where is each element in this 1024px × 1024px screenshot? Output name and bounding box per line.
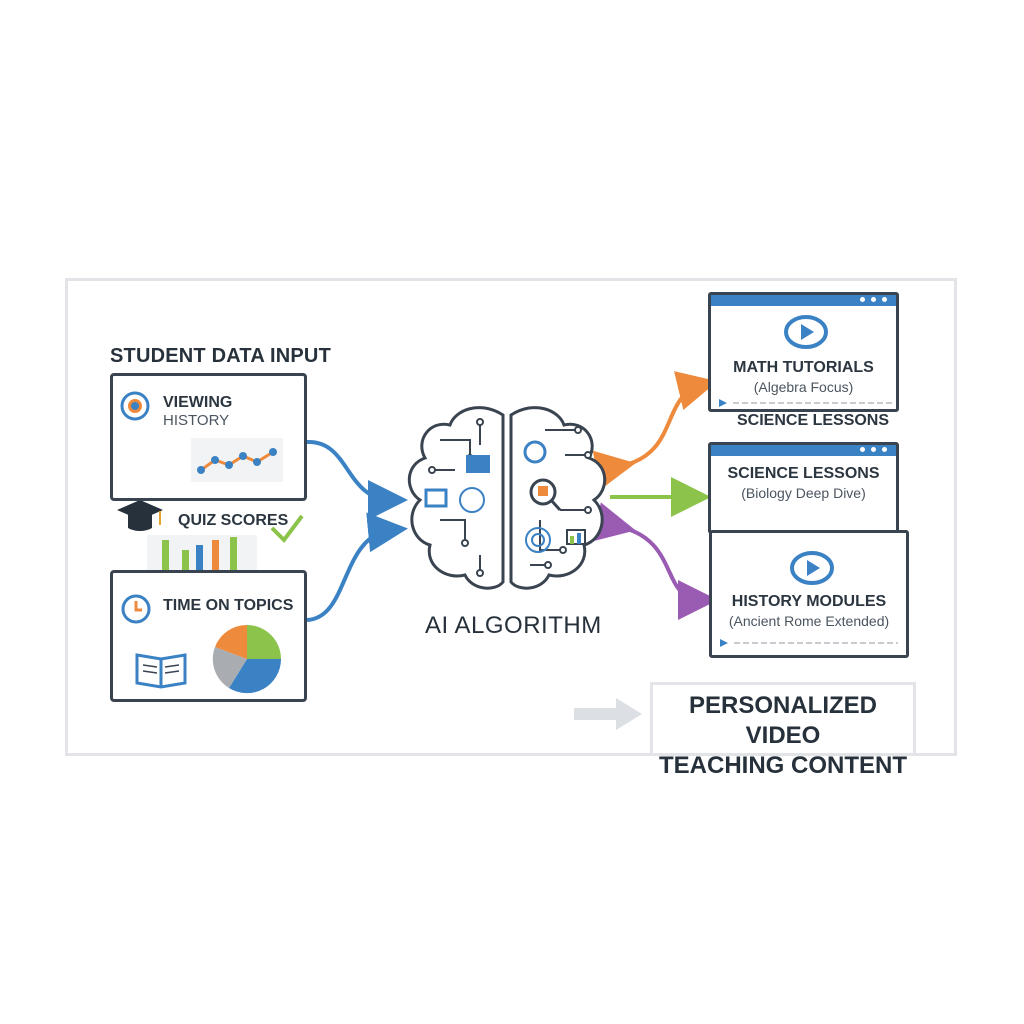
video-card-math[interactable]: MATH TUTORIALS (Algebra Focus) xyxy=(708,292,899,412)
viewing-history-card: VIEWING HISTORY xyxy=(110,373,307,501)
ai-algorithm-label: AI ALGORITHM xyxy=(425,612,602,639)
time-on-topics-label: TIME ON TOPICS xyxy=(163,597,294,614)
brain-icon xyxy=(407,406,607,590)
quiz-scores-label: QUIZ SCORES xyxy=(178,512,289,529)
student-data-heading: STUDENT DATA INPUT xyxy=(110,345,331,367)
arrow-ai-to-math xyxy=(592,371,718,491)
play-icon[interactable] xyxy=(784,315,828,349)
checkmark-icon xyxy=(270,514,304,544)
result-line-1: PERSONALIZED VIDEO xyxy=(688,692,877,749)
video-subtitle: (Algebra Focus) xyxy=(753,379,854,395)
line-chart-icon xyxy=(191,438,283,482)
pie-chart-icon xyxy=(212,624,282,694)
quiz-bar-chart xyxy=(147,535,257,570)
result-line-2: TEACHING CONTENT xyxy=(659,752,907,779)
video-title: HISTORY MODULES xyxy=(731,593,887,610)
history-label: HISTORY xyxy=(163,412,230,429)
video-title: SCIENCE LESSONS xyxy=(727,465,880,482)
play-icon[interactable] xyxy=(790,551,834,585)
brain-inner-icons xyxy=(424,440,586,553)
video-card-science[interactable]: SCIENCE LESSONS (Biology Deep Dive) xyxy=(708,442,899,534)
video-subtitle: (Ancient Rome Extended) xyxy=(728,613,890,629)
personalized-content-box: PERSONALIZED VIDEO TEACHING CONTENT xyxy=(650,682,916,779)
video-card-history[interactable]: HISTORY MODULES (Ancient Rome Extended) xyxy=(709,530,909,658)
video-progress-bar[interactable] xyxy=(718,637,904,649)
book-icon xyxy=(135,653,187,689)
science-lessons-caption: SCIENCE LESSONS xyxy=(737,412,890,429)
arrow-ai-to-history xyxy=(592,502,718,620)
video-title: MATH TUTORIALS xyxy=(733,359,874,376)
viewing-label: VIEWING xyxy=(163,394,233,411)
time-on-topics-card: TIME ON TOPICS xyxy=(110,570,307,702)
clock-icon xyxy=(121,594,151,624)
eye-icon xyxy=(120,391,150,421)
video-subtitle: (Biology Deep Dive) xyxy=(741,485,866,501)
video-progress-bar[interactable] xyxy=(717,397,897,409)
graduation-cap-icon xyxy=(117,500,163,531)
circuit-lines xyxy=(435,425,585,570)
arrow-viewing-to-ai xyxy=(306,439,408,520)
result-arrow-icon xyxy=(574,698,642,730)
arrow-time-to-ai xyxy=(306,512,408,622)
